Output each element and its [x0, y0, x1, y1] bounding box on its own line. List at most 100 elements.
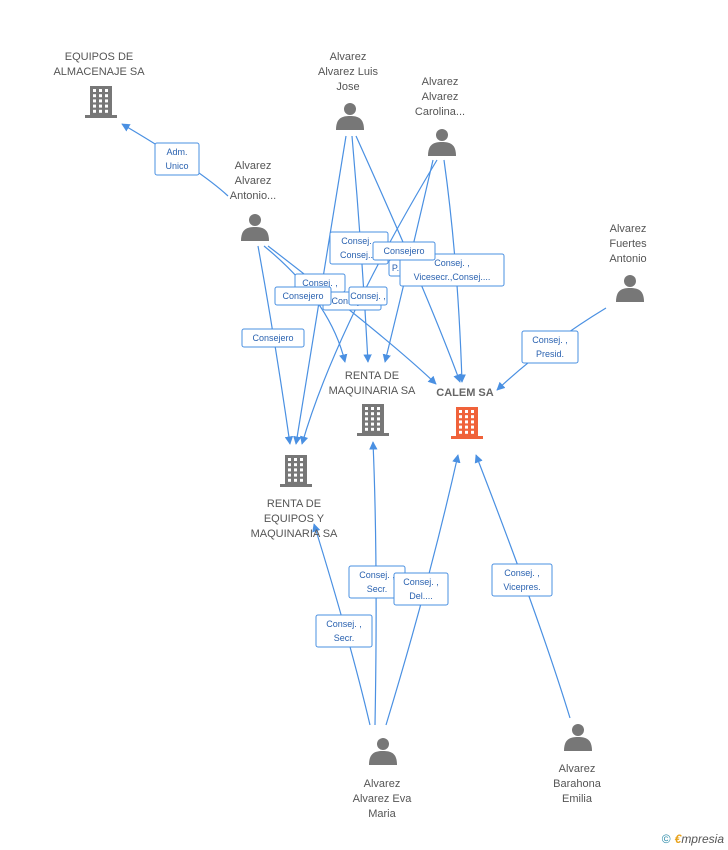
edge-label-text: Adm. — [166, 147, 187, 157]
node-label: AlvarezAlvarezCarolina... — [415, 76, 465, 118]
person-icon — [369, 738, 397, 765]
node-calem[interactable]: CALEM SA — [436, 387, 494, 439]
edge-label-text: Consej. , — [350, 291, 386, 301]
edge-label-text: Del.... — [409, 591, 433, 601]
edge-label-box — [241, 328, 305, 348]
edge-label-text: Consej. , — [341, 236, 377, 246]
edge-label-box — [521, 330, 579, 364]
brand-initial: € — [674, 832, 682, 846]
edge-label[interactable]: Consej. , — [348, 286, 388, 306]
edge-label-text: Consej.... — [340, 250, 378, 260]
edge-label[interactable]: Consej. , Presid. — [521, 330, 579, 364]
svg-text:Jose: Jose — [336, 81, 359, 93]
person-icon — [428, 129, 456, 156]
building-icon — [85, 86, 117, 118]
edge-label[interactable]: Consejero — [372, 241, 436, 261]
building-icon — [451, 407, 483, 439]
edge-label-text: Secr. — [367, 584, 388, 594]
edge-label-box — [372, 241, 436, 261]
edge-label-text: Consej. , — [403, 577, 439, 587]
edge-label[interactable]: Consej. , Secr. — [348, 565, 406, 599]
edge-label-text: Consej. , — [359, 570, 395, 580]
svg-text:MAQUINARIA SA: MAQUINARIA SA — [251, 528, 338, 540]
edge-label-text: Vicesecr.,Consej.... — [414, 272, 491, 282]
node-label: AlvarezAlvarezAntonio... — [230, 160, 276, 202]
brand-name: mpresia — [681, 832, 724, 846]
node-antonio[interactable]: AlvarezAlvarezAntonio... — [230, 160, 276, 241]
building-icon — [280, 455, 312, 487]
svg-text:MAQUINARIA SA: MAQUINARIA SA — [329, 385, 416, 397]
node-equipos[interactable]: EQUIPOS DE ALMACENAJE SA — [53, 51, 145, 118]
person-icon — [616, 275, 644, 302]
node-label: CALEM SA — [436, 387, 494, 399]
svg-text:ALMACENAJE SA: ALMACENAJE SA — [53, 66, 145, 78]
node-label: EQUIPOS DE ALMACENAJE SA — [53, 51, 145, 78]
edge-label-box — [154, 142, 200, 176]
edge-label[interactable]: Consej. , Del.... — [393, 572, 449, 606]
edge-label[interactable]: Consej. ,Secr. — [315, 614, 373, 648]
edge-label-text: P... — [392, 263, 404, 273]
svg-text:Alvarez: Alvarez — [235, 160, 272, 172]
edge-label[interactable]: Consej. , Vicesecr.,Consej.... — [399, 253, 505, 287]
edge-label-text: Consejero — [282, 291, 323, 301]
svg-text:Alvarez: Alvarez — [610, 223, 647, 235]
svg-text:Alvarez: Alvarez — [235, 175, 272, 187]
edge-label-box — [348, 286, 388, 306]
edge-label[interactable]: Adm. Unico — [154, 142, 200, 176]
edge-label-box — [315, 614, 373, 648]
svg-text:EQUIPOS Y: EQUIPOS Y — [264, 513, 325, 525]
svg-text:EQUIPOS DE: EQUIPOS DE — [65, 51, 133, 63]
node-carolina[interactable]: AlvarezAlvarezCarolina... — [415, 76, 465, 156]
edge-label-text: Consej. , — [504, 568, 540, 578]
edge-label-text: Consej. , — [326, 619, 362, 629]
edge-label-text: Consej. , — [532, 335, 568, 345]
edge-label-box — [393, 572, 449, 606]
svg-text:Alvarez: Alvarez — [422, 76, 459, 88]
edge-label-text: Consejero — [252, 333, 293, 343]
edge-label[interactable]: Consejero — [274, 286, 332, 306]
edge-label-box — [274, 286, 332, 306]
edge-label-text: Vicepres. — [503, 582, 540, 592]
footer-brand: © €mpresia — [662, 832, 724, 846]
edge-8 — [300, 159, 438, 445]
edge-label-text: Consej. , — [302, 278, 338, 288]
person-icon — [564, 724, 592, 751]
edge-label-box — [491, 563, 553, 597]
edge-label[interactable]: Consej. , Vicepres. — [491, 563, 553, 597]
edge-label[interactable]: Consejero — [241, 328, 305, 348]
svg-text:Alvarez: Alvarez — [330, 51, 367, 63]
svg-text:CALEM SA: CALEM SA — [436, 387, 494, 399]
brand-logo[interactable]: €mpresia — [675, 832, 724, 846]
svg-text:Alvarez Luis: Alvarez Luis — [318, 66, 378, 78]
copyright-symbol: © — [661, 832, 671, 846]
svg-text:Alvarez: Alvarez — [364, 778, 401, 790]
edge-label-text: Consej. , — [434, 258, 470, 268]
svg-text:Maria: Maria — [368, 808, 396, 820]
person-icon — [241, 214, 269, 241]
edge-label-text: Unico — [165, 161, 188, 171]
svg-text:Carolina...: Carolina... — [415, 106, 465, 118]
edge-label-text: Presid. — [536, 349, 564, 359]
edge-label-text: Consejero — [383, 246, 424, 256]
svg-text:Barahona: Barahona — [553, 778, 602, 790]
svg-text:Antonio: Antonio — [609, 253, 646, 265]
svg-text:Emilia: Emilia — [562, 793, 593, 805]
building-icon — [357, 404, 389, 436]
svg-text:Antonio...: Antonio... — [230, 190, 276, 202]
edge-14 — [474, 454, 571, 719]
person-icon — [336, 103, 364, 130]
